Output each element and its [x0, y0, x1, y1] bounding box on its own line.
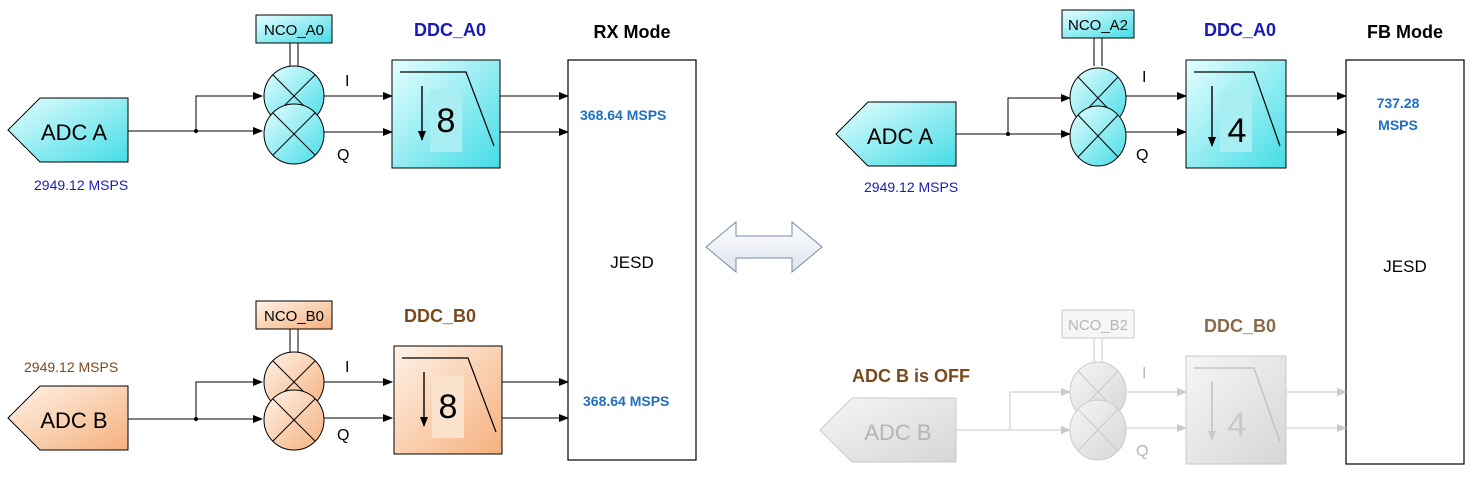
right-mode-title: FB Mode	[1367, 22, 1443, 42]
right-jesd-block	[1345, 59, 1465, 465]
right-nco-a2-box	[1061, 9, 1135, 39]
right-adc-b-i-wire	[1009, 388, 1071, 430]
right-adc-b-label: ADC B	[864, 420, 931, 445]
left-jesd-label: JESD	[610, 253, 653, 272]
right-a-i-label: I	[1142, 69, 1146, 86]
left-adc-a-shape	[7, 97, 129, 163]
right-out-rate-line2: MSPS	[1378, 117, 1418, 133]
left-b-out-rate: 368.64 MSPS	[583, 393, 669, 409]
left-mixer-a-q	[263, 103, 325, 165]
right-ddc-a0-decimation: 4	[1228, 112, 1247, 150]
left-ddc-b0-shade	[432, 376, 464, 438]
right-nco-a2-label: NCO_A2	[1068, 17, 1128, 34]
left-adc-a-i-wire	[195, 92, 263, 131]
right-mixer-b-q	[1069, 399, 1127, 461]
left-b-i-label: I	[345, 359, 349, 376]
left-mode-title: RX Mode	[593, 22, 670, 42]
right-out-rate-line1: 737.28	[1377, 95, 1420, 111]
left-adc-b-shape	[7, 385, 129, 451]
left-jesd-block	[567, 59, 697, 461]
left-ddc-a0-filter	[400, 71, 495, 147]
left-ddc-a0-shade	[430, 90, 462, 152]
right-nco-b2-box	[1061, 309, 1135, 339]
left-nco-b0-label: NCO_B0	[264, 308, 324, 325]
left-adc-b-rate: 2949.12 MSPS	[24, 359, 118, 375]
left-panel: JESD RX Mode ADC A 2949.12 MSPS NCO_A0	[7, 14, 697, 461]
right-nco-b2-label: NCO_B2	[1068, 317, 1128, 334]
left-a-i-label: I	[345, 73, 349, 90]
left-ddc-b0-title: DDC_B0	[404, 306, 476, 326]
right-a-q-label: Q	[1136, 147, 1148, 164]
left-ddc-a0-title: DDC_A0	[414, 20, 486, 40]
right-ddc-a0-shade	[1220, 90, 1252, 152]
right-adc-b-chain: ADC B is OFF ADC B NCO_B2 I Q	[819, 309, 1347, 465]
left-ddc-b0-decimation: 8	[439, 388, 458, 426]
right-mixer-a-q	[1069, 105, 1127, 167]
left-a-q-label: Q	[337, 147, 349, 164]
left-nco-a0-label: NCO_A0	[264, 22, 324, 39]
right-adc-a-chain: ADC A 2949.12 MSPS NCO_A2 I Q	[835, 9, 1347, 195]
right-adc-b-status: ADC B is OFF	[852, 366, 970, 386]
right-adc-a-i-wire	[1007, 94, 1071, 134]
left-ddc-b0-filter	[402, 357, 497, 433]
left-mixer-b-q	[263, 389, 325, 451]
left-adc-b-i-wire	[195, 378, 263, 419]
left-adc-a-chain: ADC A 2949.12 MSPS NCO_A0 I Q	[7, 14, 666, 193]
right-adc-a-label: ADC A	[867, 124, 933, 149]
left-adc-a-label: ADC A	[41, 120, 107, 145]
right-ddc-a0-title: DDC_A0	[1204, 20, 1276, 40]
left-nco-a0-box	[255, 14, 333, 44]
right-ddc-b0-decimation: 4	[1228, 406, 1247, 444]
right-b-q-label: Q	[1136, 443, 1148, 460]
left-ddc-a0-decimation: 8	[437, 102, 456, 140]
right-jesd-label: JESD	[1383, 257, 1426, 276]
mode-switch-double-arrow	[705, 220, 823, 274]
right-b-i-label: I	[1142, 365, 1146, 382]
right-ddc-b0-filter	[1194, 367, 1281, 443]
left-nco-b0-box	[255, 300, 333, 330]
right-adc-a-rate: 2949.12 MSPS	[864, 179, 958, 195]
left-adc-b-label: ADC B	[40, 408, 107, 433]
right-ddc-b0-title: DDC_B0	[1204, 316, 1276, 336]
left-b-q-label: Q	[337, 427, 349, 444]
left-a-out-rate: 368.64 MSPS	[580, 107, 666, 123]
right-panel: JESD FB Mode 737.28 MSPS ADC A 2949.12 M…	[819, 9, 1465, 465]
left-adc-b-chain: 2949.12 MSPS ADC B NCO_B0 I Q	[7, 300, 669, 455]
right-ddc-a0-filter	[1194, 71, 1281, 147]
left-adc-a-rate: 2949.12 MSPS	[34, 177, 128, 193]
